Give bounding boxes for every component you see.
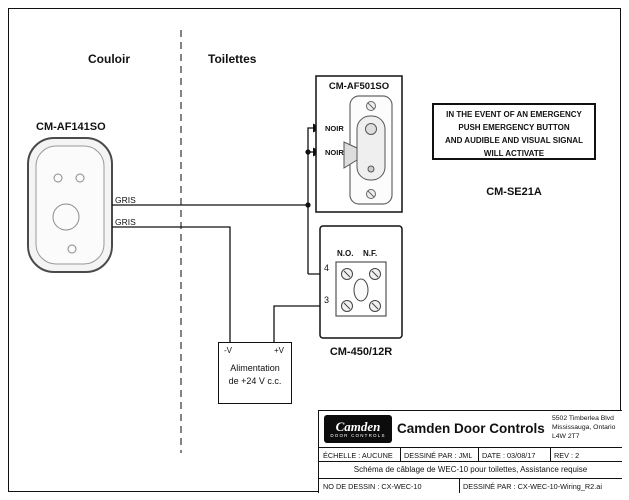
supply-positive-label: +V: [273, 346, 284, 355]
company-address: 5502 Timberlea Blvd Mississauga, Ontario…: [552, 414, 615, 441]
camden-logo-subtext: DOOR CONTROLS: [330, 432, 386, 438]
supply-caption-line2: de +24 V c.c.: [228, 376, 282, 386]
page-border: [8, 8, 621, 492]
cell-divider: [400, 448, 401, 461]
emergency-notice-line: IN THE EVENT OF AN EMERGENCY: [446, 110, 582, 119]
relay-contact-nf-label: N.F.: [363, 249, 378, 258]
emergency-notice-line: AND AUDIBLE AND VISUAL SIGNAL: [445, 136, 583, 145]
emergency-notice-line: WILL ACTIVATE: [483, 149, 545, 158]
touchless-switch-model-label: CM-AF141SO: [36, 121, 106, 133]
camden-logo-text: Camden: [335, 418, 381, 434]
drawing-number-field: NO DE DESSIN : CX-WEC-10: [323, 482, 422, 491]
wire-label-gris-bottom: GRIS: [115, 217, 136, 227]
relay-plate-icon: [319, 225, 403, 339]
relay-contact-no-label: N.O.: [337, 249, 354, 258]
power-supply-box: -V +V Alimentation de +24 V c.c.: [218, 342, 292, 404]
title-block-file-row: NO DE DESSIN : CX-WEC-10 DESSINÉ PAR : C…: [319, 478, 622, 493]
junction-dots: [305, 149, 311, 208]
annunciator-model-label: CM-SE21A: [486, 186, 542, 198]
emergency-notice-line: PUSH EMERGENCY BUTTON: [458, 123, 570, 132]
title-block-description-row: Schéma de câblage de WEC-10 pour toilett…: [319, 461, 622, 478]
address-line: L4W 2T7: [552, 433, 580, 440]
touchless-switch-icon: [27, 137, 113, 273]
emergency-notice-box: IN THE EVENT OF AN EMERGENCY PUSH EMERGE…: [432, 103, 596, 160]
file-name-field: DESSINÉ PAR : CX-WEC-10-Wiring_R2.ai: [463, 482, 602, 491]
cell-divider: [478, 448, 479, 461]
zone-label-couloir: Couloir: [88, 52, 130, 66]
title-block-info-row: ÉCHELLE : AUCUNE DESSINÉ PAR : JML DATE …: [319, 447, 622, 461]
cell-divider: [550, 448, 551, 461]
wire-label-gris-top: GRIS: [115, 195, 136, 205]
address-line: 5502 Timberlea Blvd: [552, 415, 614, 422]
relay-model-label: CM-450/12R: [329, 346, 393, 358]
scale-field: ÉCHELLE : AUCUNE: [323, 451, 393, 460]
title-block: Camden DOOR CONTROLS Camden Door Control…: [318, 410, 622, 493]
drawing-description: Schéma de câblage de WEC-10 pour toilett…: [353, 465, 588, 474]
relay-terminal-3-label: 3: [324, 295, 330, 305]
cell-divider: [459, 479, 460, 493]
wire-label-noir-top: NOIR: [325, 124, 344, 133]
company-name: Camden Door Controls: [397, 421, 545, 436]
wire-lines: [112, 127, 341, 342]
camden-logo: Camden DOOR CONTROLS: [324, 415, 392, 443]
zone-label-toilettes: Toilettes: [208, 52, 257, 66]
wire-label-noir-bottom: NOIR: [325, 148, 344, 157]
pull-station-icon: [315, 75, 403, 213]
address-line: Mississauga, Ontario: [552, 424, 616, 431]
pull-station-model-label: CM-AF501SO: [328, 81, 390, 92]
relay-terminal-4-label: 4: [324, 263, 330, 273]
revision-field: REV : 2: [554, 451, 580, 460]
supply-negative-label: -V: [224, 346, 232, 355]
date-field: DATE : 03/08/17: [482, 451, 536, 460]
supply-caption-line1: Alimentation: [230, 363, 280, 373]
drawn-by-field: DESSINÉ PAR : JML: [404, 451, 473, 460]
